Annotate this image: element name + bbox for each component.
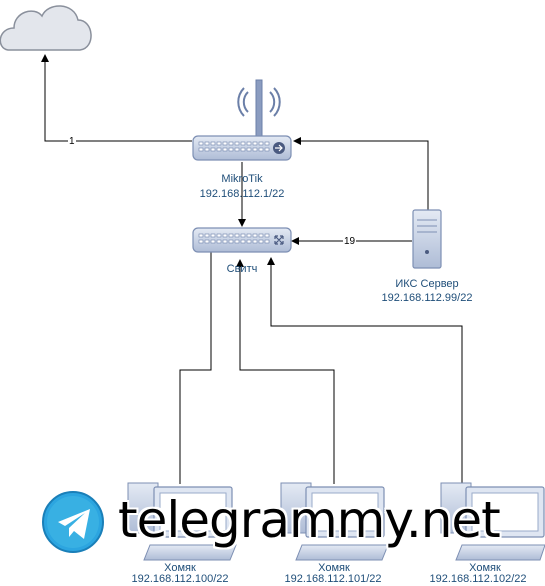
port-icon <box>252 233 258 238</box>
server-name-label: ИКС Сервер <box>395 278 459 290</box>
port-icon <box>240 147 246 152</box>
port-icon <box>246 147 252 152</box>
port-icon <box>258 141 264 146</box>
watermark-text: telegrammy.net <box>118 491 501 549</box>
port-icon <box>264 147 270 152</box>
port-icon <box>234 233 240 238</box>
port-icon <box>222 141 228 146</box>
port-icon <box>234 141 240 146</box>
internet-cloud-icon <box>0 5 92 51</box>
port-icon <box>216 239 222 244</box>
port-icon <box>252 147 258 152</box>
client-ip-label: 192.168.112.101/22 <box>284 573 382 585</box>
router-name-label: MikroTik <box>221 173 263 185</box>
switch-name-label: Свитч <box>226 263 258 275</box>
port-icon <box>222 147 228 152</box>
port-icon <box>204 141 210 146</box>
port-icon <box>246 239 252 244</box>
port-icon <box>264 141 270 146</box>
port-icon <box>204 239 210 244</box>
server-icon <box>412 209 442 269</box>
port-icon <box>240 239 246 244</box>
workstation-icon <box>280 482 389 561</box>
client-ip-label: 192.168.112.102/22 <box>429 573 527 585</box>
link-label-server-switch: 19 <box>343 236 357 247</box>
port-icon <box>216 141 222 146</box>
port-icon <box>228 147 234 152</box>
switch-icon <box>192 227 292 253</box>
port-icon <box>258 233 264 238</box>
telegram-logo-icon <box>42 491 104 553</box>
port-icon <box>234 239 240 244</box>
port-icon <box>240 233 246 238</box>
port-icon <box>228 233 234 238</box>
port-icon <box>204 147 210 152</box>
port-icon <box>216 233 222 238</box>
link-client2-switch <box>236 259 335 484</box>
router-icon <box>192 79 292 161</box>
port-icon <box>204 233 210 238</box>
link-label-router-cloud: 1 <box>68 136 76 147</box>
port-icon <box>234 147 240 152</box>
port-icon <box>258 239 264 244</box>
port-icon <box>210 141 216 146</box>
client-name-label: Хомяк <box>164 562 196 574</box>
client-name-label: Хомяк <box>318 562 350 574</box>
port-icon <box>222 233 228 238</box>
workstation-icon <box>127 482 237 561</box>
workstation-icon <box>440 482 545 561</box>
server-ip-label: 192.168.112.99/22 <box>381 292 473 304</box>
port-icon <box>252 141 258 146</box>
router-ip-label: 192.168.112.1/22 <box>199 188 285 200</box>
port-icon <box>240 141 246 146</box>
port-icon <box>198 141 204 146</box>
port-icon <box>228 141 234 146</box>
port-icon <box>198 233 204 238</box>
port-icon <box>210 147 216 152</box>
port-icon <box>246 141 252 146</box>
link-router-cloud <box>41 54 192 142</box>
port-icon <box>198 239 204 244</box>
port-icon <box>210 233 216 238</box>
port-icon <box>246 233 252 238</box>
link-server-router <box>293 137 429 210</box>
port-icon <box>264 233 270 238</box>
link-client1-switch <box>179 252 212 484</box>
port-icon <box>264 239 270 244</box>
port-icon <box>216 147 222 152</box>
port-icon <box>198 147 204 152</box>
port-icon <box>210 239 216 244</box>
client-ip-label: 192.168.112.100/22 <box>131 573 229 585</box>
port-icon <box>228 239 234 244</box>
client-name-label: Хомяк <box>469 562 501 574</box>
port-icon <box>252 239 258 244</box>
link-client3-switch <box>267 257 463 484</box>
port-icon <box>222 239 228 244</box>
port-icon <box>258 147 264 152</box>
